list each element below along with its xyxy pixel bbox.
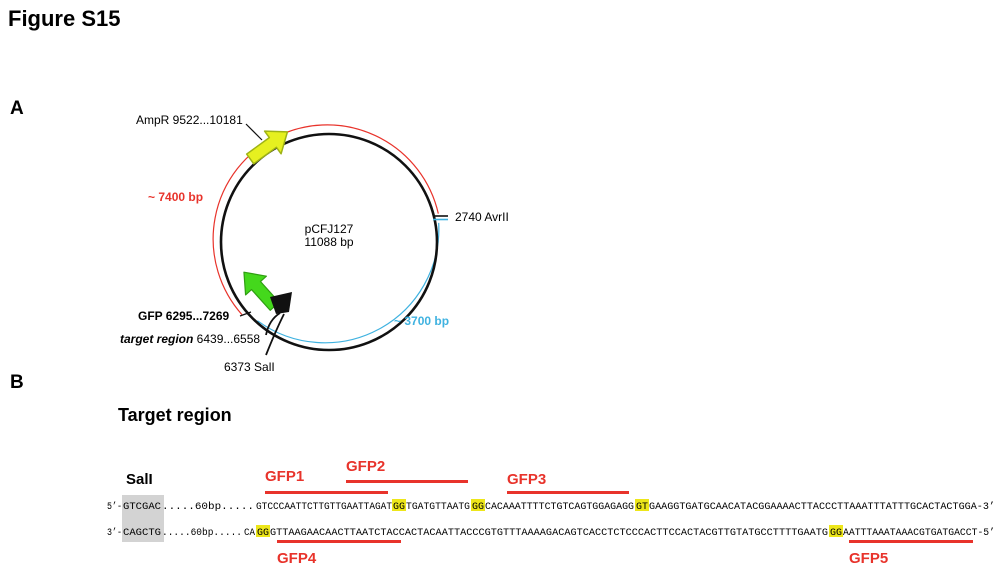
sali-box-label: SalI	[126, 471, 153, 488]
guide-bar-gfp1	[265, 491, 388, 494]
guide-bar-gfp2	[346, 480, 468, 483]
seq-segment: GTTAAGAACAACTTAATCTACCACTACAATTACCCGTGTT…	[270, 528, 828, 539]
ampr-leader-line	[245, 123, 263, 141]
plasmid-map: AmpR 9522...10181 ~ 7400 bp pCFJ127 1108…	[120, 113, 509, 374]
target-region-mark	[270, 292, 292, 314]
blue-arc-label: ~ 3700 bp	[394, 314, 449, 328]
sali-leader-line	[265, 313, 285, 356]
guide-bar-gfp4	[277, 540, 401, 543]
guide-bar-gfp3	[507, 491, 629, 494]
red-arc-label: ~ 7400 bp	[148, 190, 203, 204]
seq-segment: CACAAATTTTCTGTCAGTGGAGAGG	[485, 502, 634, 513]
target-leader-line	[265, 312, 281, 336]
panel-a-label: A	[10, 98, 24, 119]
pam-seq: GG	[830, 528, 842, 539]
plasmid-name: pCFJ127	[305, 222, 354, 236]
strand-prefix: 3’-	[107, 527, 122, 539]
seq-segment: CA	[244, 528, 255, 539]
target-region-label: target region 6439...6558	[120, 332, 260, 346]
ampr-arrow	[245, 130, 289, 165]
guide-label-gfp1: GFP1	[265, 468, 304, 485]
top-strand: 5’- GTCGAC .....60bp..... GTCCCAATTCTTGT…	[107, 501, 995, 513]
pam-highlight	[635, 499, 649, 511]
gfp-leader-line	[239, 311, 252, 317]
gfp-label: GFP 6295...7269	[138, 309, 230, 323]
seq-segment: GTCCCAATTCTTGTTGAATTAGAT	[256, 502, 392, 513]
sali-site-seq: CAGCTG	[123, 528, 161, 539]
guide-bar-gfp5	[849, 540, 973, 543]
sali-site-box	[122, 495, 164, 542]
bottom-strand: 3’- CAGCTG .....60bp..... CA GG GTTAAGAA…	[107, 527, 995, 539]
pam-seq: GG	[393, 502, 405, 513]
guide-label-gfp2: GFP2	[346, 458, 385, 475]
ampr-label: AmpR 9522...10181	[136, 113, 243, 127]
pam-seq: GT	[636, 502, 648, 513]
seq-segment: AATTTAAATAAACGTGATGACCT-5’	[843, 527, 995, 539]
strand-prefix: 5’-	[107, 501, 122, 513]
seq-segment: TGATGTTAATG	[406, 502, 470, 513]
avrii-label: 2740 AvrII	[455, 210, 509, 224]
target-region-title: Target region	[118, 405, 232, 425]
seq-segment: GAAGGTGATGCAACATACGGAAAACTTACCCTTAAATTTA…	[649, 501, 995, 513]
gap-60bp: .....60bp.....	[162, 527, 242, 539]
pam-seq: GG	[257, 528, 269, 539]
plasmid-backbone	[219, 132, 439, 352]
sali-site-label: 6373 SalI	[224, 360, 275, 374]
target-region-panel: SalI GFP1 GFP2 GFP3 GFP4 GFP5 5’- GTCGAC…	[107, 458, 995, 567]
figure-title: Figure S15	[8, 6, 121, 31]
sali-site-seq: GTCGAC	[123, 502, 161, 513]
plasmid-size: 11088 bp	[304, 235, 353, 249]
gap-60bp: .....60bp.....	[162, 501, 254, 513]
pam-highlight	[829, 525, 843, 537]
pam-seq: GG	[472, 502, 484, 513]
panel-b-label: B	[10, 372, 24, 393]
guide-label-gfp5: GFP5	[849, 550, 888, 567]
guide-label-gfp3: GFP3	[507, 471, 546, 488]
pam-highlight	[256, 525, 270, 537]
guide-label-gfp4: GFP4	[277, 550, 317, 567]
pam-highlight	[471, 499, 485, 511]
pam-highlight	[392, 499, 406, 511]
